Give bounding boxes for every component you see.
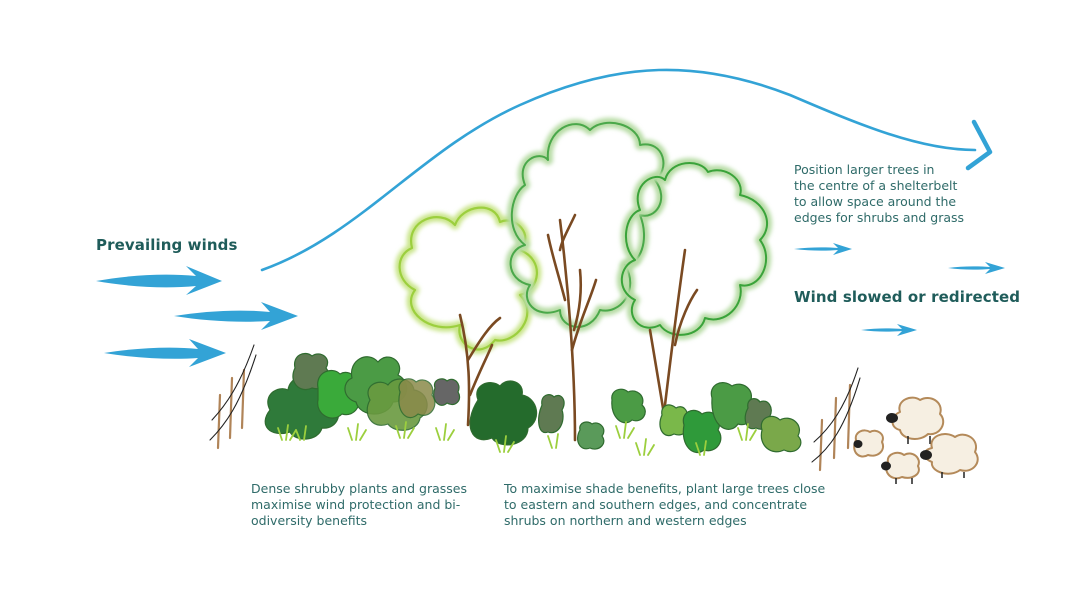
shrub-icon [398, 378, 436, 419]
shrubs [264, 352, 802, 454]
sheep [853, 396, 979, 484]
redirected-wind-curve [260, 68, 993, 272]
wind-slowed-label: Wind slowed or redirected [794, 288, 1021, 306]
shrub-icon [611, 388, 646, 424]
slowed-wind-arrows [794, 243, 1005, 336]
note-line: To maximise shade benefits, plant large … [504, 481, 826, 496]
fence-icon [811, 367, 861, 472]
shrub-icon [682, 409, 722, 454]
wind-arrow-icon [104, 339, 226, 367]
prevailing-wind-arrows [96, 266, 298, 367]
grass-tufts [277, 421, 757, 456]
note-line: to eastern and southern edges, and conce… [504, 497, 808, 512]
sheep-icon [886, 396, 945, 444]
prevailing-winds-label: Prevailing winds [96, 236, 238, 254]
shade-benefits-note: To maximise shade benefits, plant large … [504, 481, 825, 529]
sheep-icon [881, 451, 920, 484]
shrub-icon [538, 394, 565, 434]
shrub-icon [469, 380, 538, 446]
tree-icon [616, 158, 773, 340]
wind-arrowhead-icon [965, 119, 993, 171]
sheep-icon [853, 429, 884, 458]
note-line: shrubs on northern and western edges [504, 513, 747, 528]
note-line: Dense shrubby plants and grasses [251, 481, 467, 496]
wind-arrow-icon [96, 266, 222, 295]
note-line: to allow space around the [794, 194, 957, 209]
shrub-icon [577, 421, 605, 450]
tree-icon [505, 117, 669, 332]
sheep-icon [920, 433, 979, 478]
wind-arrow-icon [948, 262, 1005, 274]
note-line: odiversity benefits [251, 513, 368, 528]
tree-trunks [458, 213, 699, 442]
wind-arrow-icon [174, 302, 298, 330]
wind-arrow-icon [794, 243, 852, 255]
dense-shrubs-note: Dense shrubby plants and grasses maximis… [251, 481, 467, 529]
tree-icon [395, 203, 542, 354]
shrub-icon [433, 378, 461, 406]
note-line: the centre of a shelterbelt [794, 178, 958, 193]
note-line: maximise wind protection and bi- [251, 497, 461, 512]
note-line: edges for shrubs and grass [794, 210, 965, 225]
shrub-icon [760, 415, 802, 453]
fence-icon [209, 344, 257, 450]
note-line: Position larger trees in [794, 162, 935, 177]
tree-canopies [395, 117, 773, 354]
wind-arrow-icon [861, 324, 917, 336]
larger-trees-note: Position larger trees in the centre of a… [794, 162, 964, 226]
